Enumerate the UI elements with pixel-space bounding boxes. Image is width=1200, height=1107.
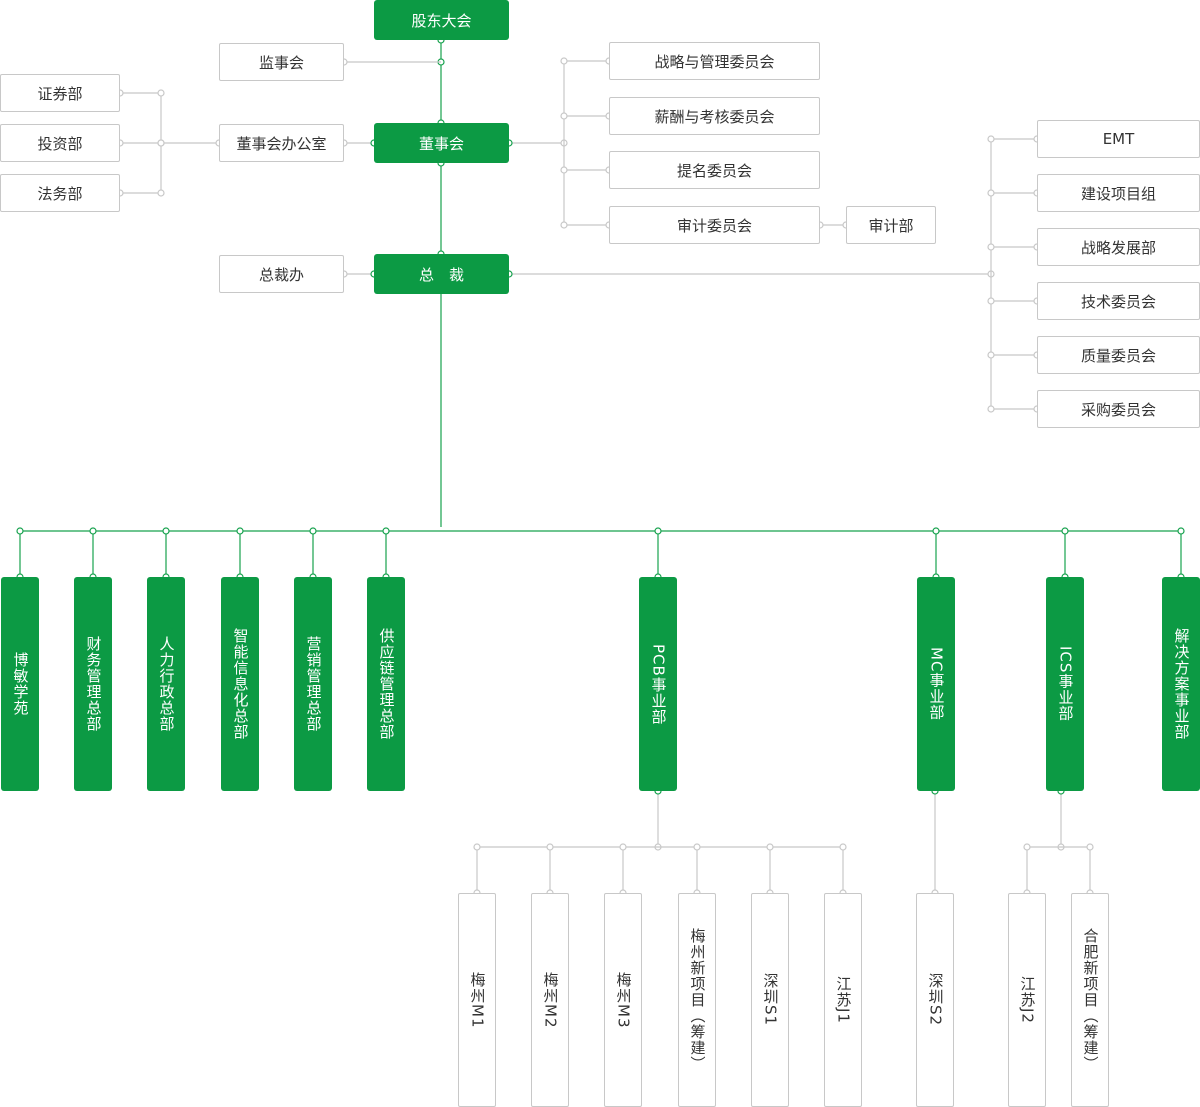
pcb-unit-meizhou-m3: 梅州M3 — [604, 893, 642, 1107]
connector-dot — [236, 527, 244, 535]
connector-dot — [987, 297, 995, 305]
committee-audit: 审计委员会 — [609, 206, 820, 244]
connector-dot — [1086, 843, 1094, 851]
pcb-unit-meizhou-m2: 梅州M2 — [531, 893, 569, 1107]
board-of-directors: 董事会 — [374, 123, 509, 163]
division-pcb: PCB事业部 — [639, 577, 677, 791]
president-unit-procurement-committee: 采购委员会 — [1037, 390, 1200, 428]
connector-dot — [546, 843, 554, 851]
connector-dot — [560, 112, 568, 120]
division-finance: 财务管理总部 — [74, 577, 112, 791]
connector-dot — [309, 527, 317, 535]
audit-department: 审计部 — [846, 206, 936, 244]
connector-dot — [89, 527, 97, 535]
president-unit-quality-committee: 质量委员会 — [1037, 336, 1200, 374]
connector-dot — [987, 351, 995, 359]
board-office-dept-securities: 证券部 — [0, 74, 120, 112]
pcb-unit-shenzhen-s1: 深圳S1 — [751, 893, 789, 1107]
division-it: 智能信息化总部 — [221, 577, 259, 791]
division-hr-admin: 人力行政总部 — [147, 577, 185, 791]
committee-nomination: 提名委员会 — [609, 151, 820, 189]
division-marketing: 营销管理总部 — [294, 577, 332, 791]
ics-unit-jiangsu-j2: 江苏J2 — [1008, 893, 1046, 1107]
connector-dot — [987, 135, 995, 143]
division-mc: MC事业部 — [917, 577, 955, 791]
president-unit-strategic-development: 战略发展部 — [1037, 228, 1200, 266]
connector-dot — [987, 243, 995, 251]
pcb-unit-jiangsu-j1: 江苏J1 — [824, 893, 862, 1107]
division-supply-chain: 供应链管理总部 — [367, 577, 405, 791]
president-unit-construction-project-group: 建设项目组 — [1037, 174, 1200, 212]
connector-dot — [560, 221, 568, 229]
connector-dot — [1061, 527, 1069, 535]
president-unit-technical-committee: 技术委员会 — [1037, 282, 1200, 320]
connector-dot — [766, 843, 774, 851]
shareholders-meeting: 股东大会 — [374, 0, 509, 40]
board-office-dept-legal: 法务部 — [0, 174, 120, 212]
connector-dot — [16, 527, 24, 535]
division-solutions: 解决方案事业部 — [1162, 577, 1200, 791]
connector-dot — [654, 527, 662, 535]
connector-dot — [157, 139, 165, 147]
committee-strategy-management: 战略与管理委员会 — [609, 42, 820, 80]
connector-dot — [932, 527, 940, 535]
connector-dot — [839, 843, 847, 851]
supervisory-board: 监事会 — [219, 43, 344, 81]
connector-dot — [693, 843, 701, 851]
connector-dot — [560, 57, 568, 65]
connector-dot — [157, 89, 165, 97]
connector-dot — [987, 405, 995, 413]
connector-dot — [619, 843, 627, 851]
president-office: 总裁办 — [219, 255, 344, 293]
board-office-dept-investment: 投资部 — [0, 124, 120, 162]
pcb-unit-meizhou-m1: 梅州M1 — [458, 893, 496, 1107]
connector-dot — [560, 166, 568, 174]
connector-dot — [987, 189, 995, 197]
president: 总 裁 — [374, 254, 509, 294]
division-ics: ICS事业部 — [1046, 577, 1084, 791]
pcb-unit-meizhou-new-project: 梅州新项目（筹建） — [678, 893, 716, 1107]
division-academy: 博敏学苑 — [1, 577, 39, 791]
committee-compensation-appraisal: 薪酬与考核委员会 — [609, 97, 820, 135]
connector-dot — [162, 527, 170, 535]
president-unit-emt: EMT — [1037, 120, 1200, 158]
connector-dot — [473, 843, 481, 851]
board-office: 董事会办公室 — [219, 124, 344, 162]
connector-dot — [382, 527, 390, 535]
connector-dot — [157, 189, 165, 197]
connector-dot — [1023, 843, 1031, 851]
ics-unit-hefei-new-project: 合肥新项目（筹建） — [1071, 893, 1109, 1107]
mc-unit-shenzhen-s2: 深圳S2 — [916, 893, 954, 1107]
connector-dot — [1177, 527, 1185, 535]
